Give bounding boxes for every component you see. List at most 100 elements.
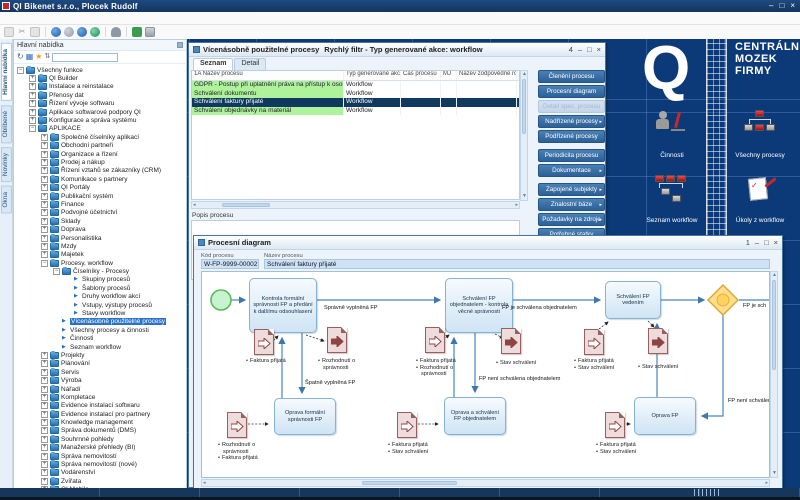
tree-item[interactable]: + Kompletace [41,392,96,401]
expand-toggle-icon[interactable]: + [41,477,48,485]
expand-toggle-icon[interactable]: + [41,351,48,359]
tree-item[interactable]: + Souhrnné pohledy [41,434,114,443]
tree-item[interactable]: + Komunikace s partnery [41,174,128,183]
task-node[interactable]: Oprava a schválení FP objednatelem [444,397,506,435]
tree-item[interactable]: + Správa dokumentů (DMS) [41,426,137,435]
tree-item[interactable]: + Majetek [41,250,84,259]
window1-titlebar[interactable]: Vícenásobně použitelné procesy Rychlý fi… [189,43,605,57]
export-icon[interactable] [132,27,142,37]
expand-toggle-icon[interactable]: − [41,259,48,267]
expand-toggle-icon[interactable]: + [29,100,36,108]
tree-item[interactable]: Skupiny procesů [14,276,186,284]
tree-item[interactable]: + Servis [41,367,80,376]
expand-toggle-icon[interactable]: + [41,393,48,401]
refresh-tree-icon[interactable]: ↻ [17,52,24,61]
expand-toggle-icon[interactable]: + [41,200,48,208]
tree-item[interactable]: + Konfigurace a správa systému [29,116,137,125]
tree-item[interactable]: + Evidence instalací softwaru [41,401,140,410]
tree-item[interactable]: + Aplikace softwarové podpory QI [29,107,141,116]
expand-toggle-icon[interactable]: + [41,133,48,141]
horizontal-scrollbar[interactable]: ◂ ▸ [191,201,520,209]
scrollbar-thumb[interactable] [522,79,526,134]
expand-toggle-icon[interactable]: + [41,192,48,200]
expand-toggle-icon[interactable]: + [41,142,48,150]
tab-okna[interactable]: Okna [0,186,12,214]
print-icon[interactable] [145,27,155,37]
task-node[interactable]: Kontrola formální správnosti FP a předán… [249,278,317,333]
table-row-selected[interactable]: Schválení faktury přijaté Workflow [192,98,519,107]
tree-item[interactable]: Seznam workflow [14,343,186,351]
tree-item[interactable]: − Číselníky - Procesy [53,267,129,276]
expand-toggle-icon[interactable]: + [41,167,48,175]
expand-toggle-icon[interactable]: + [41,175,48,183]
tree-item[interactable]: + Sklady [41,216,81,225]
tree-item[interactable]: + Publikační systém [41,191,114,200]
expand-toggle-icon[interactable]: + [41,242,48,250]
table-row[interactable]: GDPR - Postup při uplatnění práva na pří… [192,81,519,90]
tab-hlavni-nabidka[interactable]: Hlavní nabídka [0,43,12,101]
expand-toggle-icon[interactable]: + [41,402,48,410]
tree-item[interactable]: Šablony procesů [14,284,186,292]
diagram-canvas[interactable]: Kontrola formální správnosti FP a předán… [201,271,770,478]
action-button[interactable]: Zapojené subjekty ▸ [538,183,605,196]
tree-item[interactable]: + Plánování [41,359,90,368]
tab-novinky[interactable]: Novinky [0,147,12,183]
expand-toggle-icon[interactable]: + [41,435,48,443]
expand-toggle-icon[interactable]: + [41,360,48,368]
tree-item[interactable]: Vstupy, výstupy procesů [14,301,186,309]
action-button[interactable]: Nadřízené procesy ▸ [538,115,605,128]
expand-toggle-icon[interactable]: + [29,75,36,83]
tree-item[interactable]: + Mzdy [41,241,77,250]
output-document-icon[interactable] [327,327,347,353]
tree-item[interactable]: + Přenosy dat [29,90,84,99]
output-document-icon[interactable] [648,328,668,354]
action-button[interactable]: Členění procesu [538,70,605,83]
expand-toggle-icon[interactable]: + [41,217,48,225]
minimize-button[interactable]: – [577,45,583,54]
tree-item[interactable]: + Instalace a reinstalace [29,82,114,91]
tile-seznam-workflow[interactable]: Seznam workflow [639,167,705,227]
window2-titlebar[interactable]: Procesní diagram 1 – □ × [194,236,782,250]
tile-cinnosti[interactable]: Činnosti [639,102,705,162]
tree-item[interactable]: Druhy workflow akcí [14,293,186,301]
close-button[interactable]: × [596,45,601,54]
expand-toggle-icon[interactable]: + [41,452,48,460]
tree-item[interactable]: − Procesy, workflow [41,258,113,267]
input-document-icon[interactable] [425,327,445,353]
expand-toggle-icon[interactable]: + [41,234,48,242]
input-document-icon[interactable] [254,329,274,355]
process-code-field[interactable]: W-FP-9999-00002 [201,259,259,269]
table-row[interactable]: Schválení dokumentu Workflow [192,89,519,98]
action-button[interactable]: Dokumentace ▸ [538,164,605,177]
expand-toggle-icon[interactable]: + [41,377,48,385]
maximize-button[interactable]: □ [764,238,769,247]
output-document-icon[interactable] [501,328,521,354]
tree-item[interactable]: Stavy workflow [14,309,186,317]
tree-item[interactable]: Činnosti [14,335,186,343]
tab-seznam[interactable]: Seznam [193,58,234,70]
start-event-node[interactable] [210,289,232,311]
tree-item[interactable]: + Organizace a řízení [41,149,118,158]
tree-item[interactable]: + Projekty [41,350,85,359]
tree-item[interactable]: + Řízení vztahů se zákazníky (CRM) [41,166,162,175]
expand-toggle-icon[interactable]: + [41,209,48,217]
task-node[interactable]: Schválení FP vedením [605,281,661,319]
tab-detail[interactable]: Detail [234,58,267,70]
tree-item[interactable]: + Řízení vývoje softwaru [29,99,115,108]
expand-toggle-icon[interactable]: + [41,158,48,166]
expand-toggle-icon[interactable]: + [41,410,48,418]
minimize-button[interactable]: – [769,1,774,10]
close-button[interactable]: × [790,1,795,10]
tree-item[interactable]: − Všechny funkce [17,66,83,74]
expand-toggle-icon[interactable]: + [29,91,36,99]
expand-toggle-icon[interactable]: + [41,444,48,452]
tree-item[interactable]: − APLIKACE [29,124,81,133]
tab-oblibene[interactable]: Oblíbené [0,104,12,144]
tree-item[interactable]: + Výroba [41,376,82,385]
action-button[interactable]: Znalostní báze ▸ [538,198,605,211]
navigate-icon[interactable] [51,27,61,37]
tree-item[interactable]: + Doprava [41,225,86,234]
sort-icon[interactable]: ⇅ [44,53,51,60]
input-document-icon[interactable] [397,412,417,438]
expand-toggle-icon[interactable]: + [41,368,48,376]
